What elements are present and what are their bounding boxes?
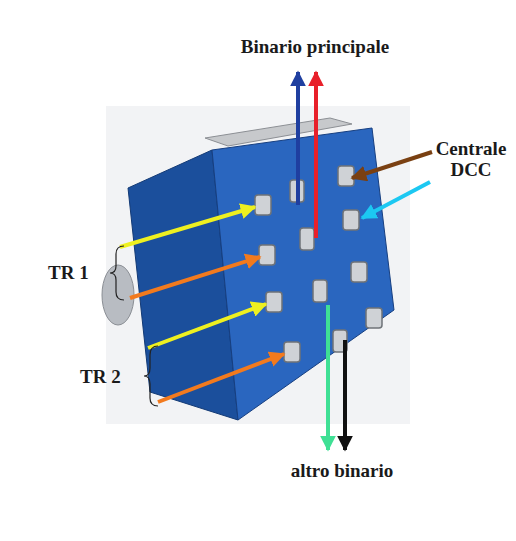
terminal [266,292,282,312]
terminal [284,342,300,362]
terminal [259,245,275,265]
terminal [366,308,382,328]
power-label: Centrale DCC [428,138,514,180]
wire-arrow [352,152,432,178]
wire-arrow [314,72,318,238]
terminal [338,166,354,186]
terminals [255,166,382,362]
wire-arrow [158,354,284,402]
wire-arrow [130,257,260,298]
group-brace [144,346,158,406]
terminal [351,262,367,282]
group-label: TR 2 [80,366,140,387]
wire-arrow [296,72,300,205]
terminal [313,280,327,302]
track-label: altro binario [262,460,422,481]
wire-arrow [326,305,330,450]
wire-arrow [343,340,347,450]
terminal [300,228,314,250]
terminal [343,210,359,230]
track-label: Binario principale [200,36,430,57]
wire-arrow [148,304,266,348]
wire-arrow [362,182,430,218]
group-label: TR 1 [48,262,108,283]
lever-bushing [102,265,134,325]
terminal [255,195,271,215]
group-brace [110,246,124,300]
photo-background [106,106,410,424]
wire-arrow [120,207,255,247]
